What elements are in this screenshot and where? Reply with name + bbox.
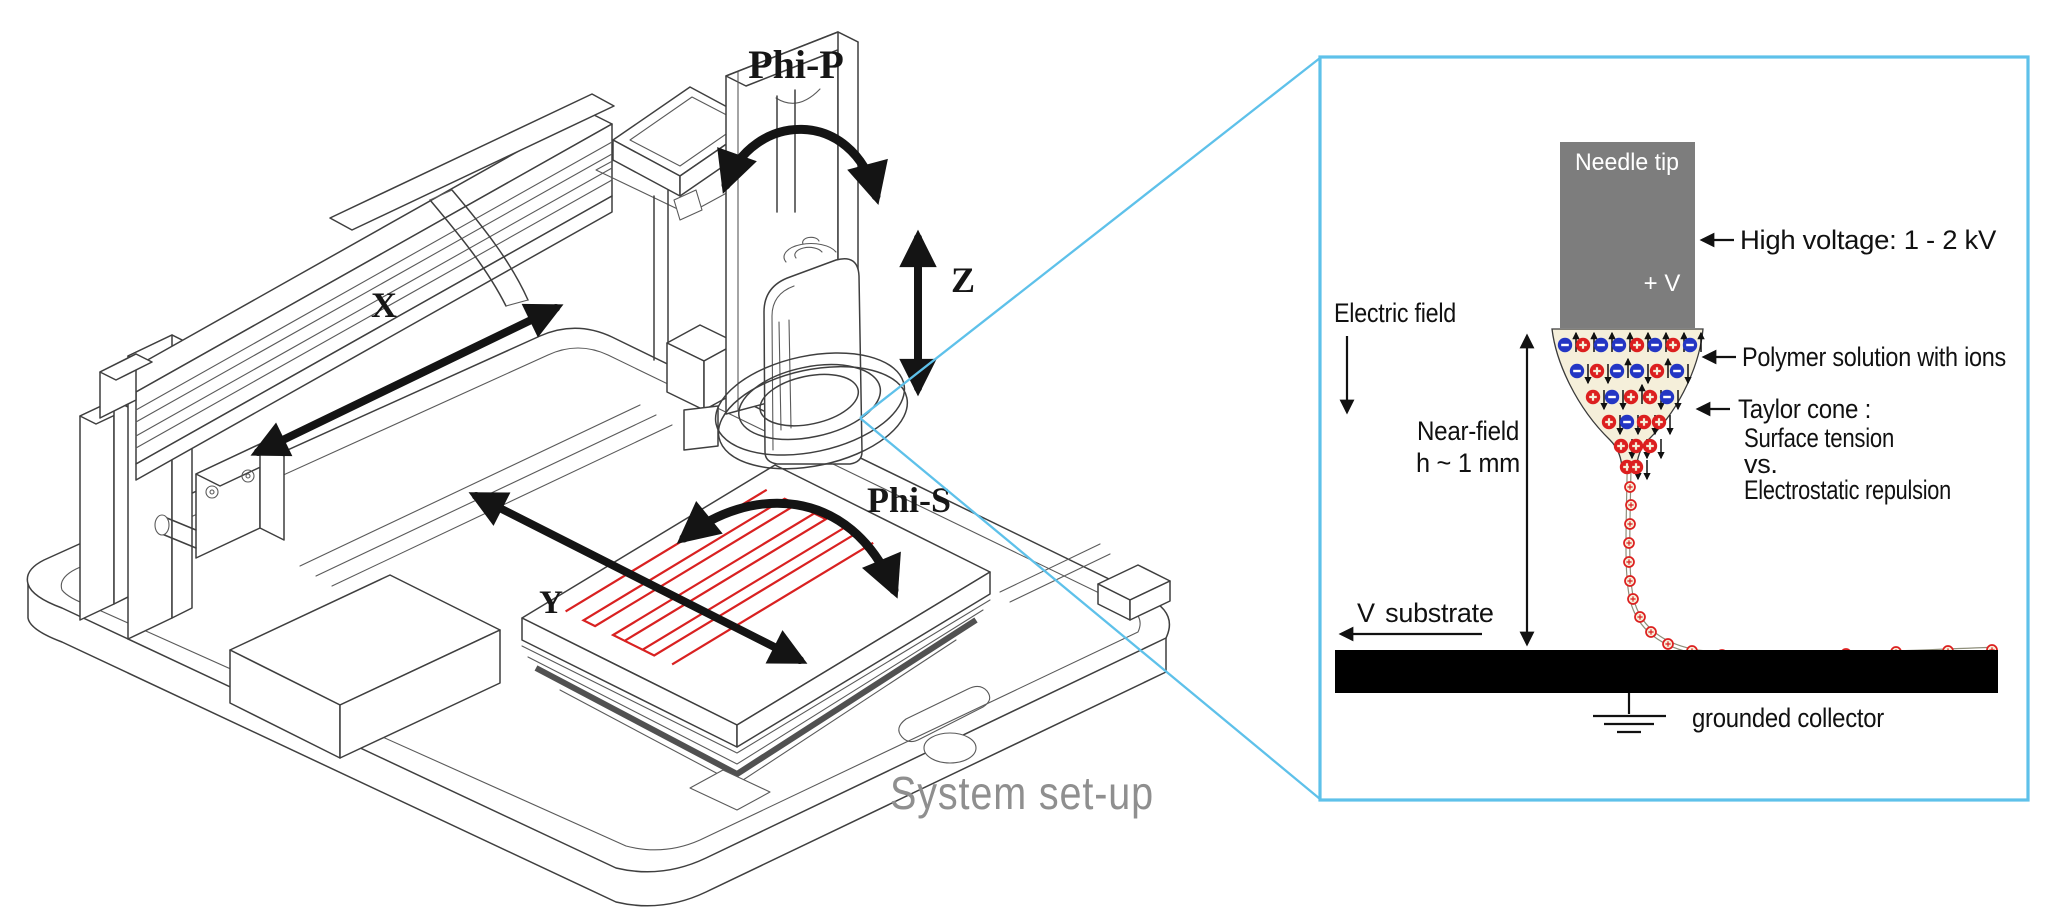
base-foot [923, 732, 977, 764]
needle-tip-block [1560, 142, 1695, 328]
phi-p-label: Phi-P [748, 42, 844, 87]
figure-caption: System set-up [890, 767, 1154, 819]
base-slot [898, 685, 991, 743]
high-voltage-label: High voltage: 1 - 2 kV [1740, 225, 1996, 255]
phi-s-arrow [676, 498, 901, 599]
y-axis-label: Y [539, 585, 563, 621]
x-arrow [250, 303, 564, 457]
ion-particles [1557, 331, 1705, 481]
taylor-cone-label: Taylor cone : [1738, 394, 1871, 424]
phi-s-label: Phi-S [867, 480, 951, 520]
collector-bar [1335, 650, 1998, 693]
electrostatic-label: Electrostatic repulsion [1744, 475, 1951, 505]
top-arm [329, 93, 615, 231]
machine-drawing: Phi-P X Z Phi-S Y System set-up [26, 31, 1171, 907]
z-axis-label: Z [951, 260, 975, 300]
needle-tip-label: Needle tip [1575, 149, 1679, 176]
callout-lines [859, 57, 1321, 800]
electric-field-label: Electric field [1334, 298, 1456, 328]
substrate-label: V substrate [1357, 598, 1494, 628]
near-field-label-1: Near-field [1417, 416, 1519, 446]
versus-label: vs. [1744, 449, 1778, 479]
y-arrow [468, 492, 808, 664]
grounded-collector-label: grounded collector [1692, 703, 1884, 733]
plus-v-label: + V [1644, 270, 1681, 297]
near-field-label-2: h ~ 1 mm [1416, 448, 1520, 478]
phi-p-arrow [717, 124, 888, 206]
curved-bridge [429, 199, 507, 307]
surface-tension-label: Surface tension [1744, 423, 1894, 453]
polymer-label: Polymer solution with ions [1742, 342, 2006, 372]
inset-panel: Needle tip + V grounded collector High v [1318, 55, 2030, 802]
needle-holder [763, 258, 863, 465]
front-left-block [229, 574, 501, 759]
x-axis-label: X [371, 285, 397, 325]
ground-symbol [1593, 693, 1666, 734]
right-bracket [1097, 564, 1171, 621]
